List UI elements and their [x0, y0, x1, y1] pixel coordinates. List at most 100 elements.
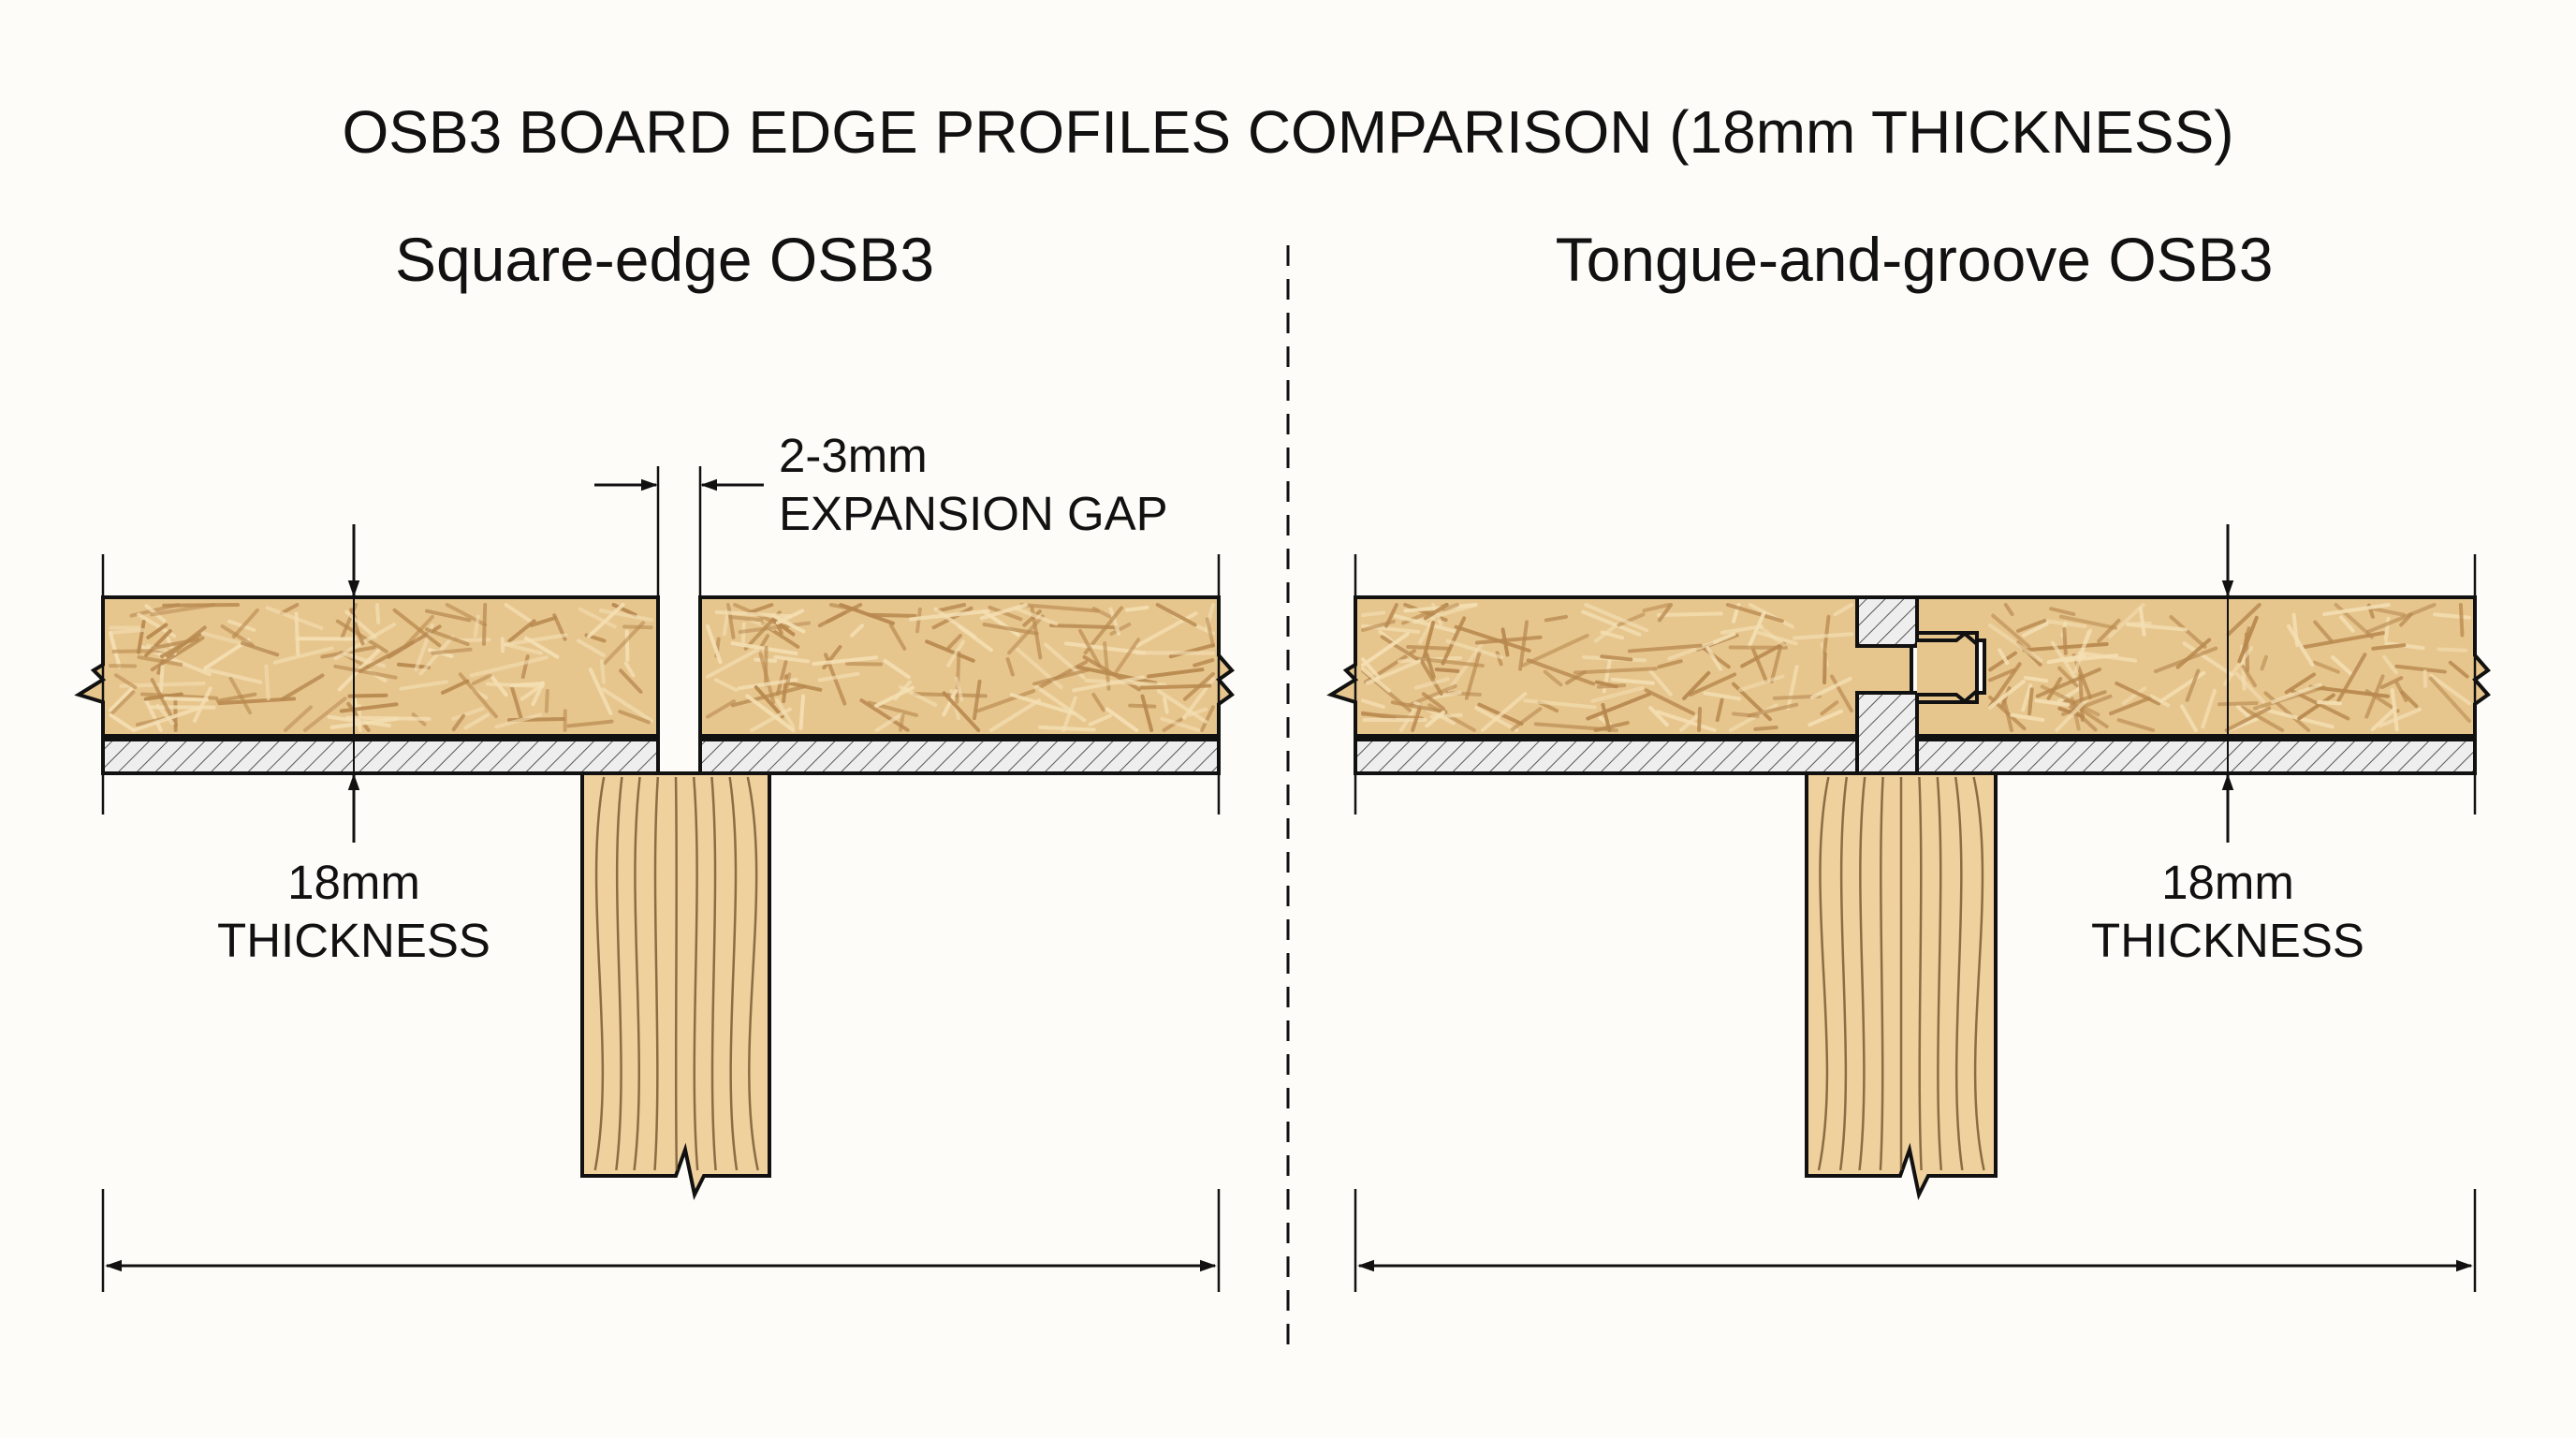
osb-strand [1005, 656, 1015, 677]
left-thickness-label-line2: THICKNESS [217, 914, 490, 967]
osb-strand [509, 681, 545, 688]
left-panel-heading: Square-edge OSB3 [395, 225, 934, 294]
osb-strand [2185, 668, 2201, 702]
osb-strand [265, 606, 324, 630]
osb-strand [942, 688, 959, 717]
osb-strand [1200, 705, 1215, 732]
osb-strand [1642, 603, 1671, 613]
osb-strand [302, 697, 347, 732]
osb-strand [1393, 613, 1460, 635]
osb-strand [2317, 700, 2343, 706]
right-thickness-label-line2: THICKNESS [2091, 914, 2364, 967]
osb-strand [1447, 643, 1484, 692]
osb-strand [2027, 687, 2034, 716]
osb-strand [2241, 664, 2258, 688]
osb-strand [2055, 697, 2089, 732]
osb-strand [1022, 609, 1042, 627]
osb-strand [458, 672, 498, 719]
wood-grain-line [1936, 776, 1943, 1171]
osb-strand [335, 619, 388, 653]
osb-strand [1584, 603, 1649, 633]
osb-strand [812, 655, 878, 667]
osb-strand [1103, 641, 1111, 691]
osb-strand [2072, 690, 2107, 705]
osb-strand [2035, 668, 2102, 698]
osb-strand [272, 646, 334, 665]
osb-strand [2223, 645, 2254, 686]
osb-strand [1156, 689, 1208, 724]
osb-strand [192, 686, 212, 723]
osb-strand [2400, 690, 2419, 709]
osb-strand [1988, 662, 2022, 709]
osb-strand [714, 609, 793, 619]
osb-strand [2149, 694, 2171, 708]
osb-strand [772, 615, 783, 636]
osb-strand [504, 633, 568, 647]
osb-strand [1162, 717, 1183, 732]
osb-strand [1500, 627, 1510, 657]
osb-strand [2062, 626, 2068, 655]
osb-strand [2287, 624, 2315, 668]
wood-grain-line [615, 776, 623, 1171]
osb-strand [1518, 620, 1530, 671]
osb-strand [2201, 688, 2217, 729]
osb-strand [2058, 614, 2118, 630]
osb-strand [601, 687, 653, 723]
osb-strand [1617, 612, 1646, 627]
osb-strand [775, 659, 788, 696]
osb-strand [1601, 702, 1612, 732]
osb-strand [706, 646, 762, 679]
osb-strand [1644, 688, 1695, 716]
wood-grain-line [728, 776, 739, 1171]
wood-grain-line [593, 776, 606, 1171]
osb-strand [451, 713, 466, 732]
osb-strand [347, 693, 388, 698]
osb-strand [1793, 632, 1853, 640]
osb-strand [1155, 603, 1197, 627]
osb-strand [1454, 624, 1531, 653]
osb-strand [1128, 703, 1157, 709]
osb-strand [775, 609, 805, 625]
osb-strand [913, 692, 988, 698]
osb-strand [1822, 652, 1827, 685]
osb-strand [144, 628, 172, 657]
osb-strand [1988, 679, 2026, 710]
osb-strand [1810, 676, 1852, 699]
osb-strand [504, 603, 536, 626]
osb-strand [2224, 706, 2272, 732]
osb-strand [1091, 606, 1112, 619]
osb-strand [942, 691, 981, 732]
osb-strand [839, 603, 895, 625]
osb-strand [730, 684, 807, 708]
osb-strand [2049, 607, 2076, 617]
right-hatched-layer [1354, 738, 2477, 775]
osb-strand-texture [109, 603, 653, 732]
osb-strand [1769, 644, 1783, 683]
osb-strand [1715, 697, 1724, 723]
osb-strand [2271, 682, 2322, 704]
osb-strand [1830, 674, 1853, 713]
osb-strand [566, 719, 614, 728]
osb-strand [874, 685, 915, 708]
osb-strand [1474, 635, 1543, 645]
osb-strand [510, 685, 523, 721]
osb-strand [109, 690, 136, 717]
osb-strand [619, 668, 643, 694]
osb-strand [339, 702, 399, 713]
osb-strand [1365, 659, 1422, 685]
osb-strand [988, 698, 1042, 732]
page-title: OSB3 BOARD EDGE PROFILES COMPARISON (18m… [342, 98, 2233, 166]
osb-strand [2138, 607, 2146, 637]
osb-strand [418, 635, 455, 676]
osb-strand [1593, 721, 1630, 732]
osb-strand [283, 705, 313, 732]
osb-strand [520, 654, 530, 680]
wood-grain-line [1879, 776, 1884, 1171]
osb-strand [1105, 707, 1139, 732]
wood-grain-line [1972, 776, 1985, 1171]
wood-grain-line [653, 776, 660, 1171]
osb-strand [2115, 682, 2161, 706]
osb-strand [1016, 647, 1063, 690]
osb-strand [1361, 610, 1386, 618]
